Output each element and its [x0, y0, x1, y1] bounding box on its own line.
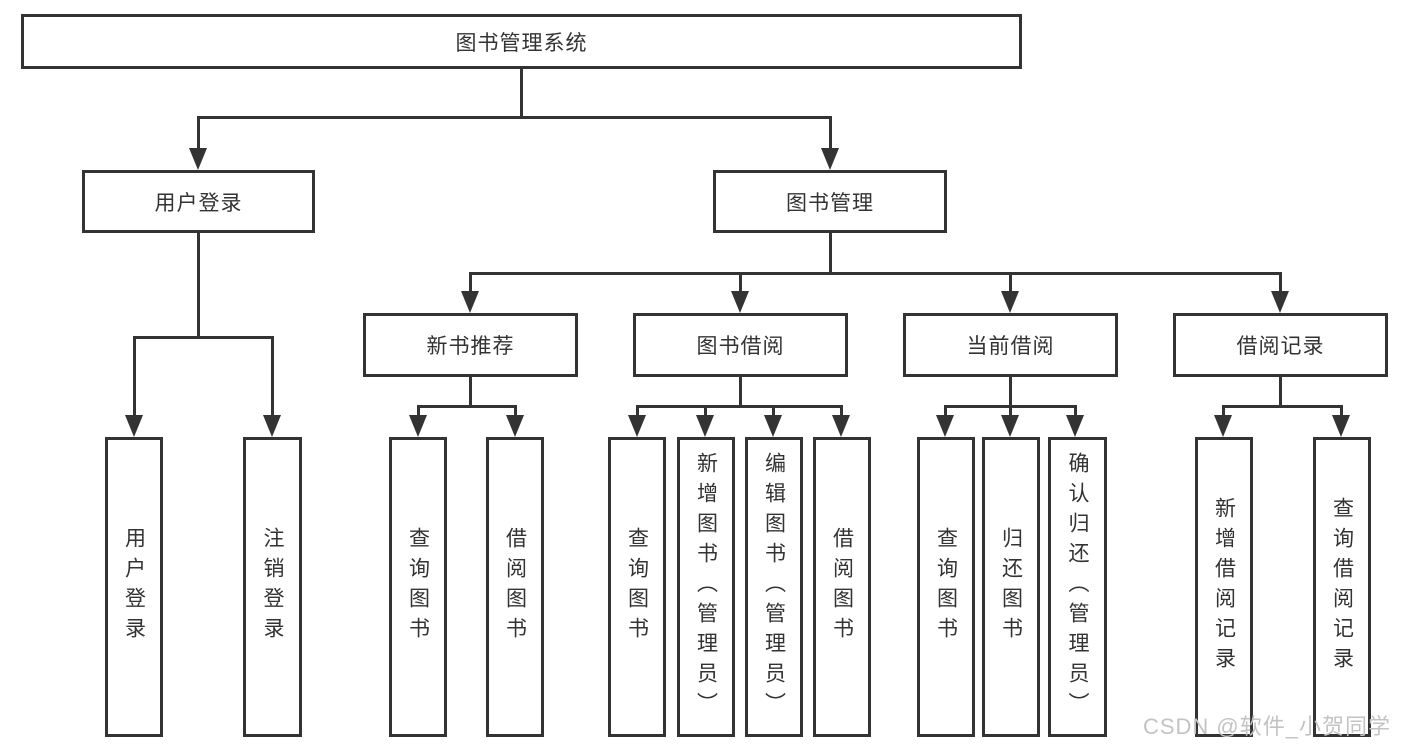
leaf-add-borrow-record: 新增借阅记录 [1195, 437, 1253, 737]
arrow-down-icon [263, 415, 281, 437]
connector-line [739, 272, 742, 293]
leaf-confirm-return-admin: 确认归还（管理员） [1048, 437, 1107, 737]
leaf-query-books-recommend: 查询图书 [389, 437, 447, 737]
connector-line [1009, 377, 1012, 405]
arrow-down-icon [821, 148, 839, 170]
leaf-query-books-borrowing: 查询图书 [608, 437, 666, 737]
connector-line [469, 272, 1281, 275]
leaf-return-books: 归还图书 [982, 437, 1040, 737]
leaf-borrow-books-recommend: 借阅图书 [486, 437, 544, 737]
arrow-down-icon [1271, 291, 1289, 313]
leaf-label: 编辑图书（管理员） [762, 452, 786, 722]
arrow-down-icon [936, 415, 954, 437]
arrow-down-icon [1332, 415, 1350, 437]
arrow-down-icon [409, 415, 427, 437]
leaf-add-books-admin: 新增图书（管理员） [677, 437, 735, 737]
connector-line [271, 336, 274, 417]
connector-line [1009, 272, 1012, 293]
connector-line [704, 405, 707, 417]
arrow-down-icon [189, 148, 207, 170]
connector-line [636, 405, 843, 408]
leaf-borrow-books: 借阅图书 [813, 437, 871, 737]
connector-line [739, 377, 742, 405]
arrow-down-icon [125, 415, 143, 437]
leaf-label: 借阅图书 [830, 527, 854, 647]
arrow-down-icon [1214, 415, 1232, 437]
node-current-borrowing: 当前借阅 [903, 313, 1118, 377]
leaf-edit-books-admin: 编辑图书（管理员） [745, 437, 803, 737]
leaf-query-books-current: 查询图书 [917, 437, 975, 737]
leaf-label: 新增借阅记录 [1212, 497, 1236, 677]
leaf-label: 查询图书 [625, 527, 649, 647]
connector-line [469, 272, 472, 293]
connector-line [133, 336, 136, 417]
connector-line [1279, 377, 1282, 405]
leaf-label: 确认归还（管理员） [1066, 452, 1089, 722]
node-book-management: 图书管理 [713, 170, 947, 233]
connector-line [1009, 405, 1012, 417]
connector-line [197, 233, 200, 336]
leaf-label: 查询图书 [406, 527, 430, 647]
arrow-down-icon [628, 415, 646, 437]
leaf-logout: 注销登录 [243, 437, 302, 737]
csdn-watermark: CSDN @软件_小贺同学 [1142, 714, 1391, 739]
node-new-book-recommend: 新书推荐 [363, 313, 578, 377]
connector-line [197, 116, 832, 119]
leaf-label: 注销登录 [261, 527, 284, 647]
connector-line [829, 233, 832, 272]
connector-line [1340, 405, 1343, 417]
arrow-down-icon [1001, 291, 1019, 313]
arrow-down-icon [696, 415, 714, 437]
arrow-down-icon [832, 415, 850, 437]
connector-line [840, 405, 843, 417]
connector-line [417, 405, 517, 408]
connector-line [469, 377, 472, 405]
connector-line [197, 116, 200, 150]
leaf-label: 查询图书 [934, 527, 958, 647]
connector-line [514, 405, 517, 417]
connector-line [520, 69, 523, 116]
connector-line [772, 405, 775, 417]
node-borrowing-records: 借阅记录 [1173, 313, 1388, 377]
connector-line [417, 405, 420, 417]
connector-line [1222, 405, 1342, 408]
connector-line [1279, 272, 1282, 293]
node-user-login: 用户登录 [82, 170, 315, 233]
connector-line [133, 336, 273, 339]
connector-line [1222, 405, 1225, 417]
leaf-user-login: 用户登录 [105, 437, 163, 737]
node-root-library-system: 图书管理系统 [21, 14, 1022, 69]
leaf-query-borrow-record: 查询借阅记录 [1313, 437, 1371, 737]
leaf-label: 新增图书（管理员） [694, 452, 718, 722]
leaf-label: 借阅图书 [503, 527, 527, 647]
connector-line [829, 116, 832, 150]
arrow-down-icon [461, 291, 479, 313]
arrow-down-icon [506, 415, 524, 437]
leaf-label: 查询借阅记录 [1330, 497, 1354, 677]
connector-line [636, 405, 639, 417]
node-book-borrowing: 图书借阅 [633, 313, 848, 377]
arrow-down-icon [731, 291, 749, 313]
leaf-label: 归还图书 [999, 527, 1023, 647]
arrow-down-icon [1001, 415, 1019, 437]
arrow-down-icon [1066, 415, 1084, 437]
arrow-down-icon [764, 415, 782, 437]
leaf-label: 用户登录 [122, 527, 146, 647]
connector-line [1074, 405, 1077, 417]
connector-line [944, 405, 947, 417]
